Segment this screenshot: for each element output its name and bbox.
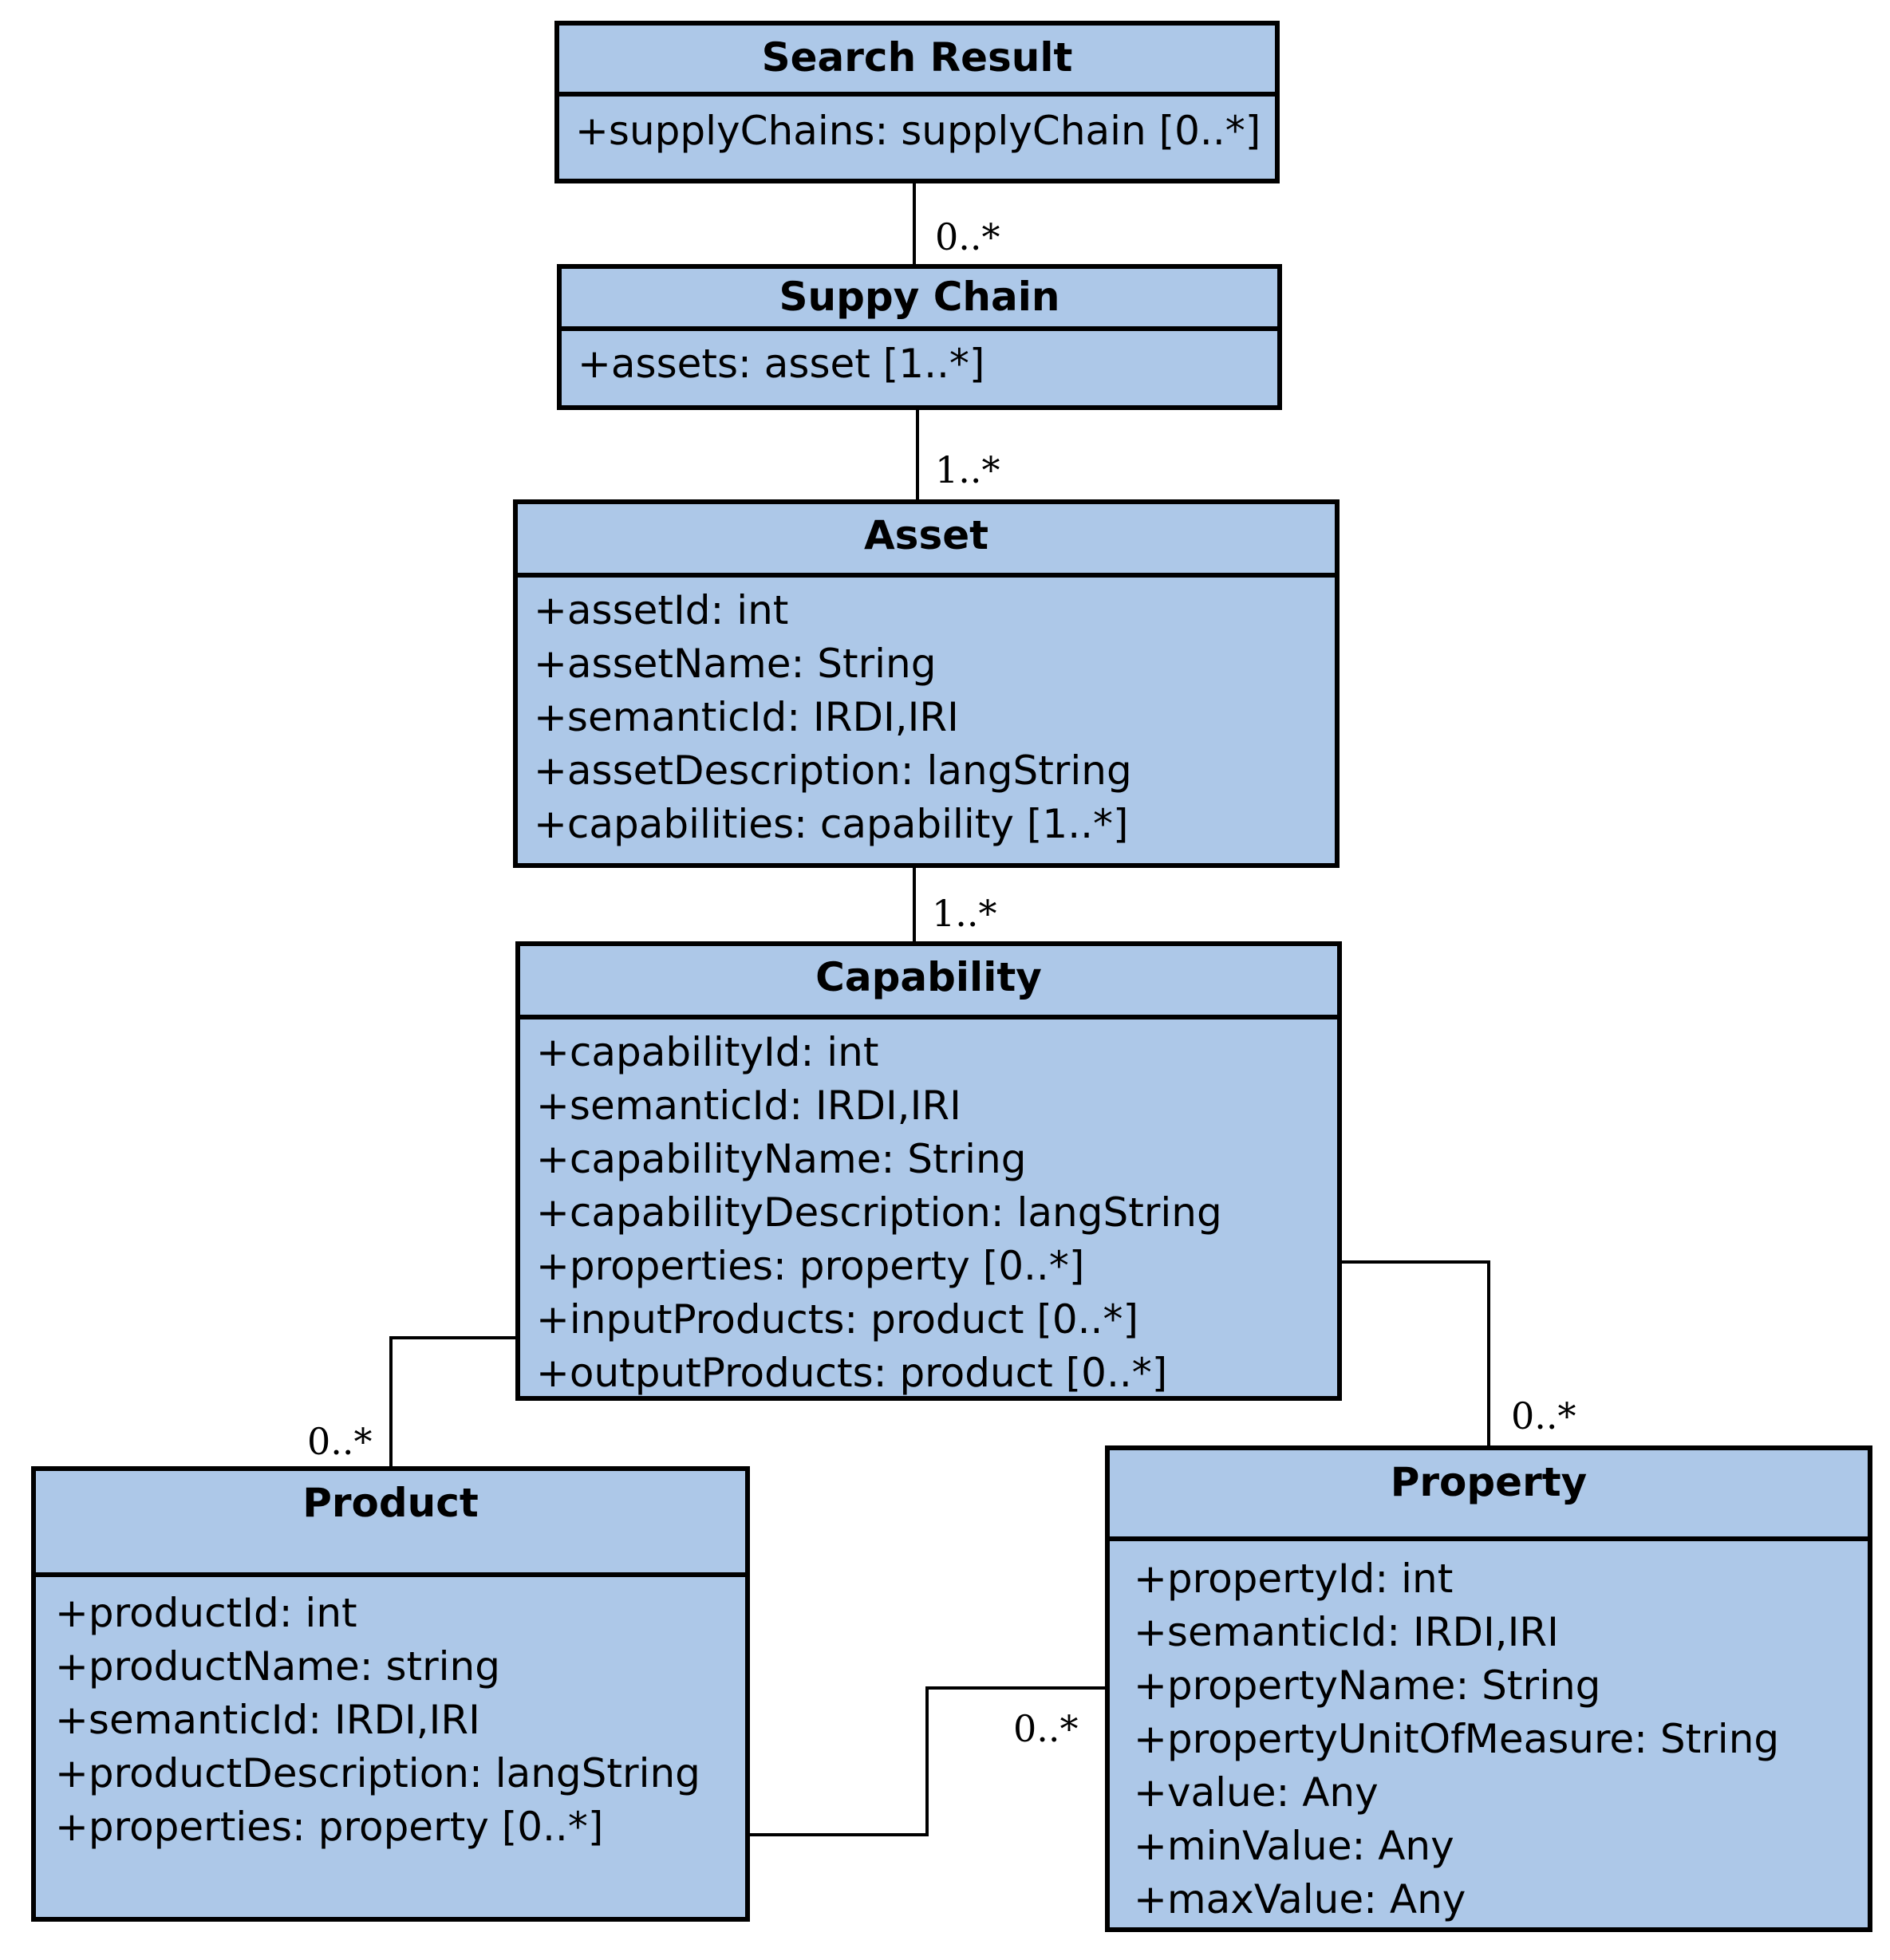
attribute: +capabilityId: int (536, 1029, 879, 1075)
attribute: +semanticId: IRDI,IRI (534, 694, 959, 740)
attribute: +minValue: Any (1134, 1823, 1454, 1869)
capability-property-link (1342, 1260, 1490, 1447)
class-attributes: +propertyId: int +semanticId: IRDI,IRI +… (1110, 1541, 1868, 1926)
attribute: +capabilityName: String (536, 1136, 1027, 1182)
attribute: +semanticId: IRDI,IRI (536, 1083, 961, 1129)
class-product[interactable]: Product +productId: int +productName: st… (31, 1466, 750, 1922)
class-attributes: +assets: asset [1..*] (562, 331, 1277, 391)
class-capability[interactable]: Capability +capabilityId: int +semanticI… (515, 941, 1342, 1401)
attribute: +maxValue: Any (1134, 1876, 1466, 1923)
multiplicity-search-supply: 0..* (935, 215, 1000, 258)
attribute: +assetName: String (534, 641, 937, 687)
attribute: +capabilityDescription: langString (536, 1189, 1222, 1236)
attribute: +assetDescription: langString (534, 747, 1132, 794)
class-name: Suppy Chain (562, 269, 1277, 331)
attribute: +propertyId: int (1134, 1556, 1454, 1602)
class-supply-chain[interactable]: Suppy Chain +assets: asset [1..*] (557, 264, 1282, 410)
product-property-link (750, 1686, 1107, 1836)
attribute: +productName: string (55, 1643, 500, 1690)
class-asset[interactable]: Asset +assetId: int +assetName: String +… (513, 499, 1340, 868)
attribute: +outputProducts: product [0..*] (536, 1350, 1168, 1396)
attribute: +assets: asset [1..*] (578, 341, 985, 387)
attribute: +supplyChains: supplyChain [0..*] (575, 108, 1261, 154)
class-attributes: +assetId: int +assetName: String +semant… (518, 578, 1335, 851)
attribute: +properties: property [0..*] (536, 1243, 1085, 1289)
class-name: Capability (520, 946, 1337, 1019)
attribute: +inputProducts: product [0..*] (536, 1296, 1138, 1343)
class-property[interactable]: Property +propertyId: int +semanticId: I… (1105, 1445, 1872, 1932)
multiplicity-capability-product: 0..* (307, 1420, 373, 1463)
class-name: Search Result (559, 26, 1275, 97)
multiplicity-product-property: 0..* (1013, 1707, 1079, 1750)
attribute: +assetId: int (534, 587, 789, 633)
attribute: +propertyName: String (1134, 1662, 1601, 1709)
class-attributes: +supplyChains: supplyChain [0..*] (559, 97, 1275, 158)
attribute: +productDescription: langString (55, 1750, 700, 1796)
class-search-result[interactable]: Search Result +supplyChains: supplyChain… (554, 21, 1280, 183)
attribute: +semanticId: IRDI,IRI (1134, 1609, 1559, 1655)
multiplicity-supply-asset: 1..* (935, 448, 1000, 491)
attribute: +productId: int (55, 1590, 357, 1636)
capability-product-link (389, 1336, 518, 1468)
multiplicity-asset-capability: 1..* (932, 892, 997, 935)
class-name: Property (1110, 1450, 1868, 1541)
class-attributes: +capabilityId: int +semanticId: IRDI,IRI… (520, 1019, 1337, 1400)
class-name: Asset (518, 504, 1335, 578)
attribute: +value: Any (1134, 1769, 1379, 1816)
class-attributes: +productId: int +productName: string +se… (36, 1577, 745, 1854)
attribute: +capabilities: capability [1..*] (534, 801, 1129, 847)
class-name: Product (36, 1471, 745, 1577)
attribute: +properties: property [0..*] (55, 1804, 604, 1850)
multiplicity-capability-property: 0..* (1511, 1394, 1576, 1437)
attribute: +propertyUnitOfMeasure: String (1134, 1716, 1780, 1762)
attribute: +semanticId: IRDI,IRI (55, 1697, 480, 1743)
